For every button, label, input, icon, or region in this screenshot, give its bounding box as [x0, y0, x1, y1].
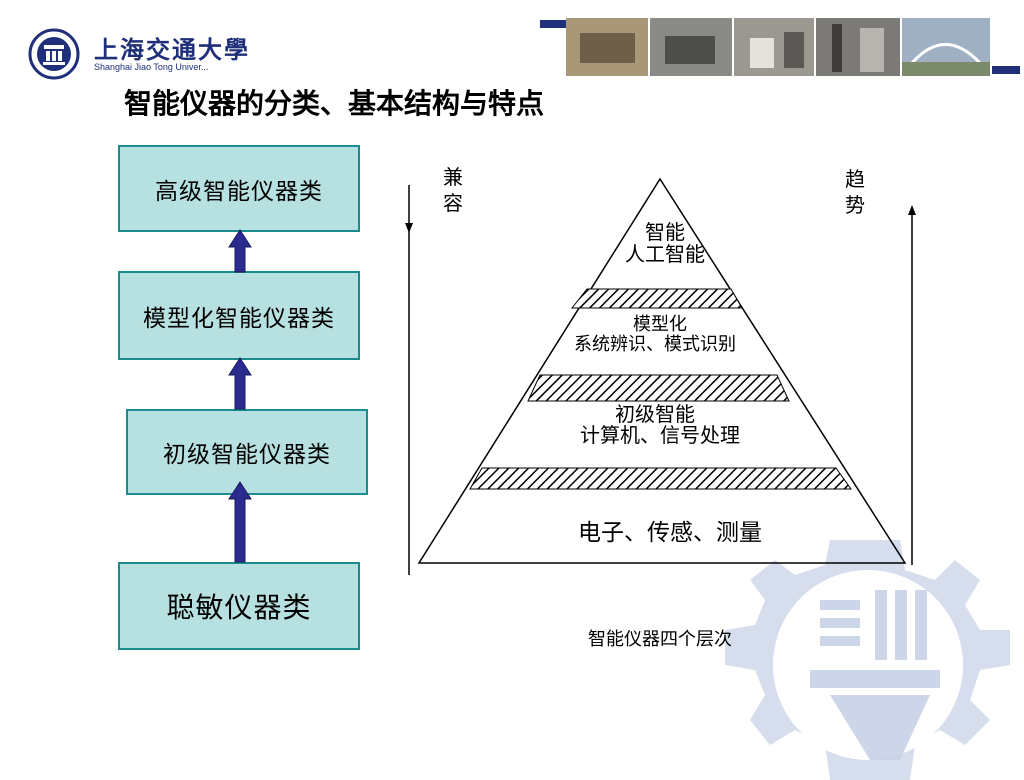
category-box-primary: 初级智能仪器类: [126, 409, 368, 495]
up-arrow-icon: [908, 205, 916, 215]
right-axis-label: 趋 势: [845, 167, 865, 217]
campus-photo-strip: [540, 18, 1020, 76]
level-title: 模型化: [633, 314, 687, 335]
up-arrow-icon: [228, 229, 252, 273]
logo-text-cn: 上海交通大學: [94, 35, 250, 64]
level-subtitle: 电子、传感、测量: [578, 520, 762, 546]
pyramid-outline: [417, 177, 907, 564]
level-title: 智能: [645, 220, 685, 244]
level-title: 初级智能: [615, 402, 695, 426]
hatched-band: [527, 374, 790, 402]
category-label: 模型化智能仪器类: [143, 305, 335, 332]
flow-arrows: [228, 229, 252, 563]
left-axis-label: 兼 容: [443, 165, 463, 215]
diagram-caption: 智能仪器四个层次: [588, 629, 732, 650]
sjtu-emblem-icon: [28, 28, 80, 80]
down-arrow-icon: [405, 223, 413, 233]
up-arrow-icon: [228, 481, 252, 563]
logo-text-en: Shanghai Jiao Tong Univer...: [94, 62, 209, 72]
pyramid-diagram: [405, 177, 916, 575]
category-box-model: 模型化智能仪器类: [118, 271, 360, 360]
category-label: 高级智能仪器类: [155, 178, 323, 205]
category-box-advanced: 高级智能仪器类: [118, 145, 360, 232]
level-subtitle: 人工智能: [625, 242, 705, 266]
category-label: 初级智能仪器类: [163, 442, 331, 468]
page-title: 智能仪器的分类、基本结构与特点: [124, 87, 545, 120]
level-subtitle: 计算机、信号处理: [580, 423, 740, 447]
category-label: 聪敏仪器类: [166, 591, 312, 624]
up-arrow-icon: [228, 357, 252, 410]
category-box-smart: 聪敏仪器类: [118, 562, 360, 650]
hatched-band: [469, 467, 852, 490]
level-subtitle: 系统辨识、模式识别: [574, 334, 736, 355]
hatched-band: [570, 288, 743, 309]
watermark-logo: [725, 540, 1010, 780]
